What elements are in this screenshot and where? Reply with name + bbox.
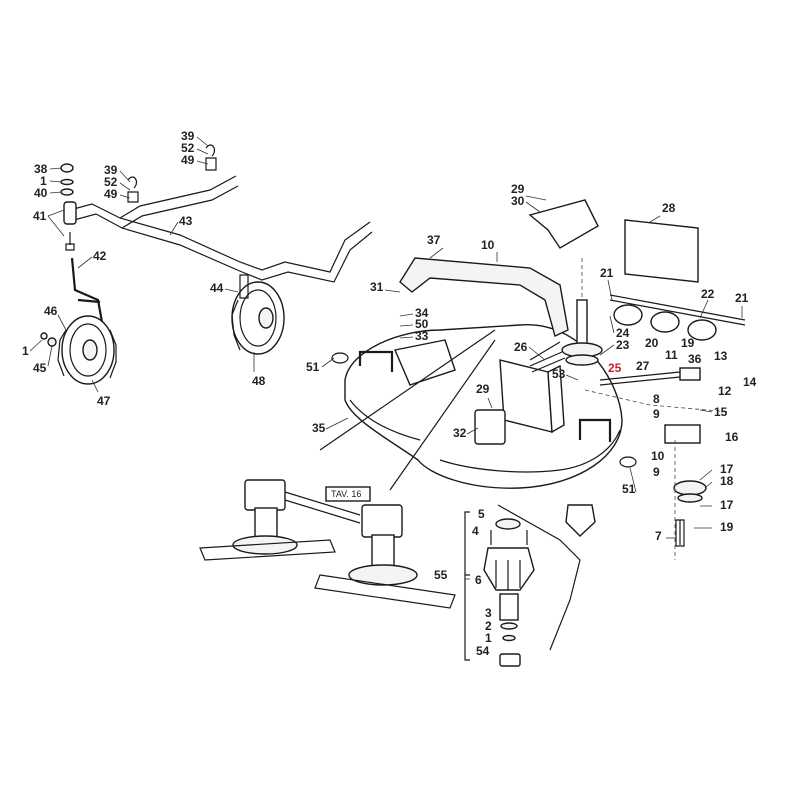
callout-labels: 39 52 49 38 1 40 39 52 49 41 43 42 44 46… <box>22 129 757 658</box>
callout-29: 29 <box>511 182 525 196</box>
spindle-housing-stack <box>464 504 596 667</box>
callout-39: 39 <box>181 129 195 143</box>
callout-51: 51 <box>622 482 636 496</box>
callout-52: 52 <box>181 141 195 155</box>
callout-24: 24 <box>616 326 630 340</box>
callout-21: 21 <box>600 266 614 280</box>
o-ring <box>331 352 349 364</box>
callout-30: 30 <box>511 194 525 208</box>
grease-cap <box>60 163 74 173</box>
blade-gearbox-detail: TAV. 16 <box>199 329 496 609</box>
callout-6: 6 <box>475 573 482 587</box>
callout-4: 4 <box>472 524 479 538</box>
callout-10: 10 <box>651 449 665 463</box>
mower-deck-assembly <box>331 199 746 560</box>
leader-lines <box>29 136 743 580</box>
center-bracket <box>499 359 553 433</box>
callout-3: 3 <box>485 606 492 620</box>
callout-48: 48 <box>252 374 266 388</box>
callout-28: 28 <box>662 201 676 215</box>
callout-22: 22 <box>701 287 715 301</box>
callout-49: 49 <box>181 153 195 167</box>
callout-26: 26 <box>514 340 528 354</box>
callout-16: 16 <box>725 430 739 444</box>
callout-39: 39 <box>104 163 118 177</box>
callout-5: 5 <box>478 507 485 521</box>
callout-32: 32 <box>453 426 467 440</box>
callout-10: 10 <box>481 238 495 252</box>
callout-55: 55 <box>434 568 448 582</box>
axle-bar <box>69 203 373 283</box>
callout-43: 43 <box>179 214 193 228</box>
callout-52: 52 <box>104 175 118 189</box>
callout-37: 37 <box>427 233 441 247</box>
callout-46: 46 <box>44 304 58 318</box>
callout-49: 49 <box>104 187 118 201</box>
callout-50: 50 <box>415 317 429 331</box>
spindle-housing <box>483 547 535 591</box>
axle-upper-arm <box>119 175 239 229</box>
callout-20: 20 <box>645 336 659 350</box>
callout-44: 44 <box>210 281 224 295</box>
callout-9: 9 <box>653 465 660 479</box>
deck-handle-bar <box>399 257 569 337</box>
callout-19: 19 <box>681 336 695 350</box>
front-axle-assembly <box>40 144 373 385</box>
callout-35: 35 <box>312 421 326 435</box>
callout-12: 12 <box>718 384 732 398</box>
callout-54: 54 <box>476 644 490 658</box>
callout-8: 8 <box>653 392 660 406</box>
callout-53: 53 <box>552 367 566 381</box>
reference-label: TAV. 16 <box>331 489 361 499</box>
callout-23: 23 <box>616 338 630 352</box>
callout-14: 14 <box>743 375 757 389</box>
callout-36: 36 <box>688 352 702 366</box>
callout-47: 47 <box>97 394 111 408</box>
o-ring <box>619 456 637 468</box>
pivot-bushing <box>63 201 77 225</box>
callout-13: 13 <box>714 349 728 363</box>
callout-18: 18 <box>720 474 734 488</box>
callout-51: 51 <box>306 360 320 374</box>
callout-19: 19 <box>720 520 734 534</box>
roller-set <box>613 304 717 341</box>
callout-29: 29 <box>476 382 490 396</box>
wheel-spindle <box>70 257 104 323</box>
reference-box <box>325 486 371 502</box>
callout-41: 41 <box>33 209 47 223</box>
callout-7: 7 <box>655 529 662 543</box>
callout-21: 21 <box>735 291 749 305</box>
top-bracket <box>528 199 599 249</box>
callout-34: 34 <box>415 306 429 320</box>
callout-1: 1 <box>40 174 47 188</box>
callout-38: 38 <box>34 162 48 176</box>
callout-25: 25 <box>608 361 622 375</box>
cover-plate <box>624 219 699 283</box>
callout-2: 2 <box>485 619 492 633</box>
callout-11: 11 <box>665 348 678 362</box>
callout-15: 15 <box>714 405 728 419</box>
callout-9: 9 <box>653 407 660 421</box>
callout-31: 31 <box>370 280 384 294</box>
callout-17: 17 <box>720 462 734 476</box>
callout-45: 45 <box>33 361 47 375</box>
callout-17: 17 <box>720 498 734 512</box>
callout-1: 1 <box>485 631 492 645</box>
callout-42: 42 <box>93 249 107 263</box>
callout-40: 40 <box>34 186 48 200</box>
callout-33: 33 <box>415 329 429 343</box>
callout-27: 27 <box>636 359 650 373</box>
callout-1: 1 <box>22 344 29 358</box>
